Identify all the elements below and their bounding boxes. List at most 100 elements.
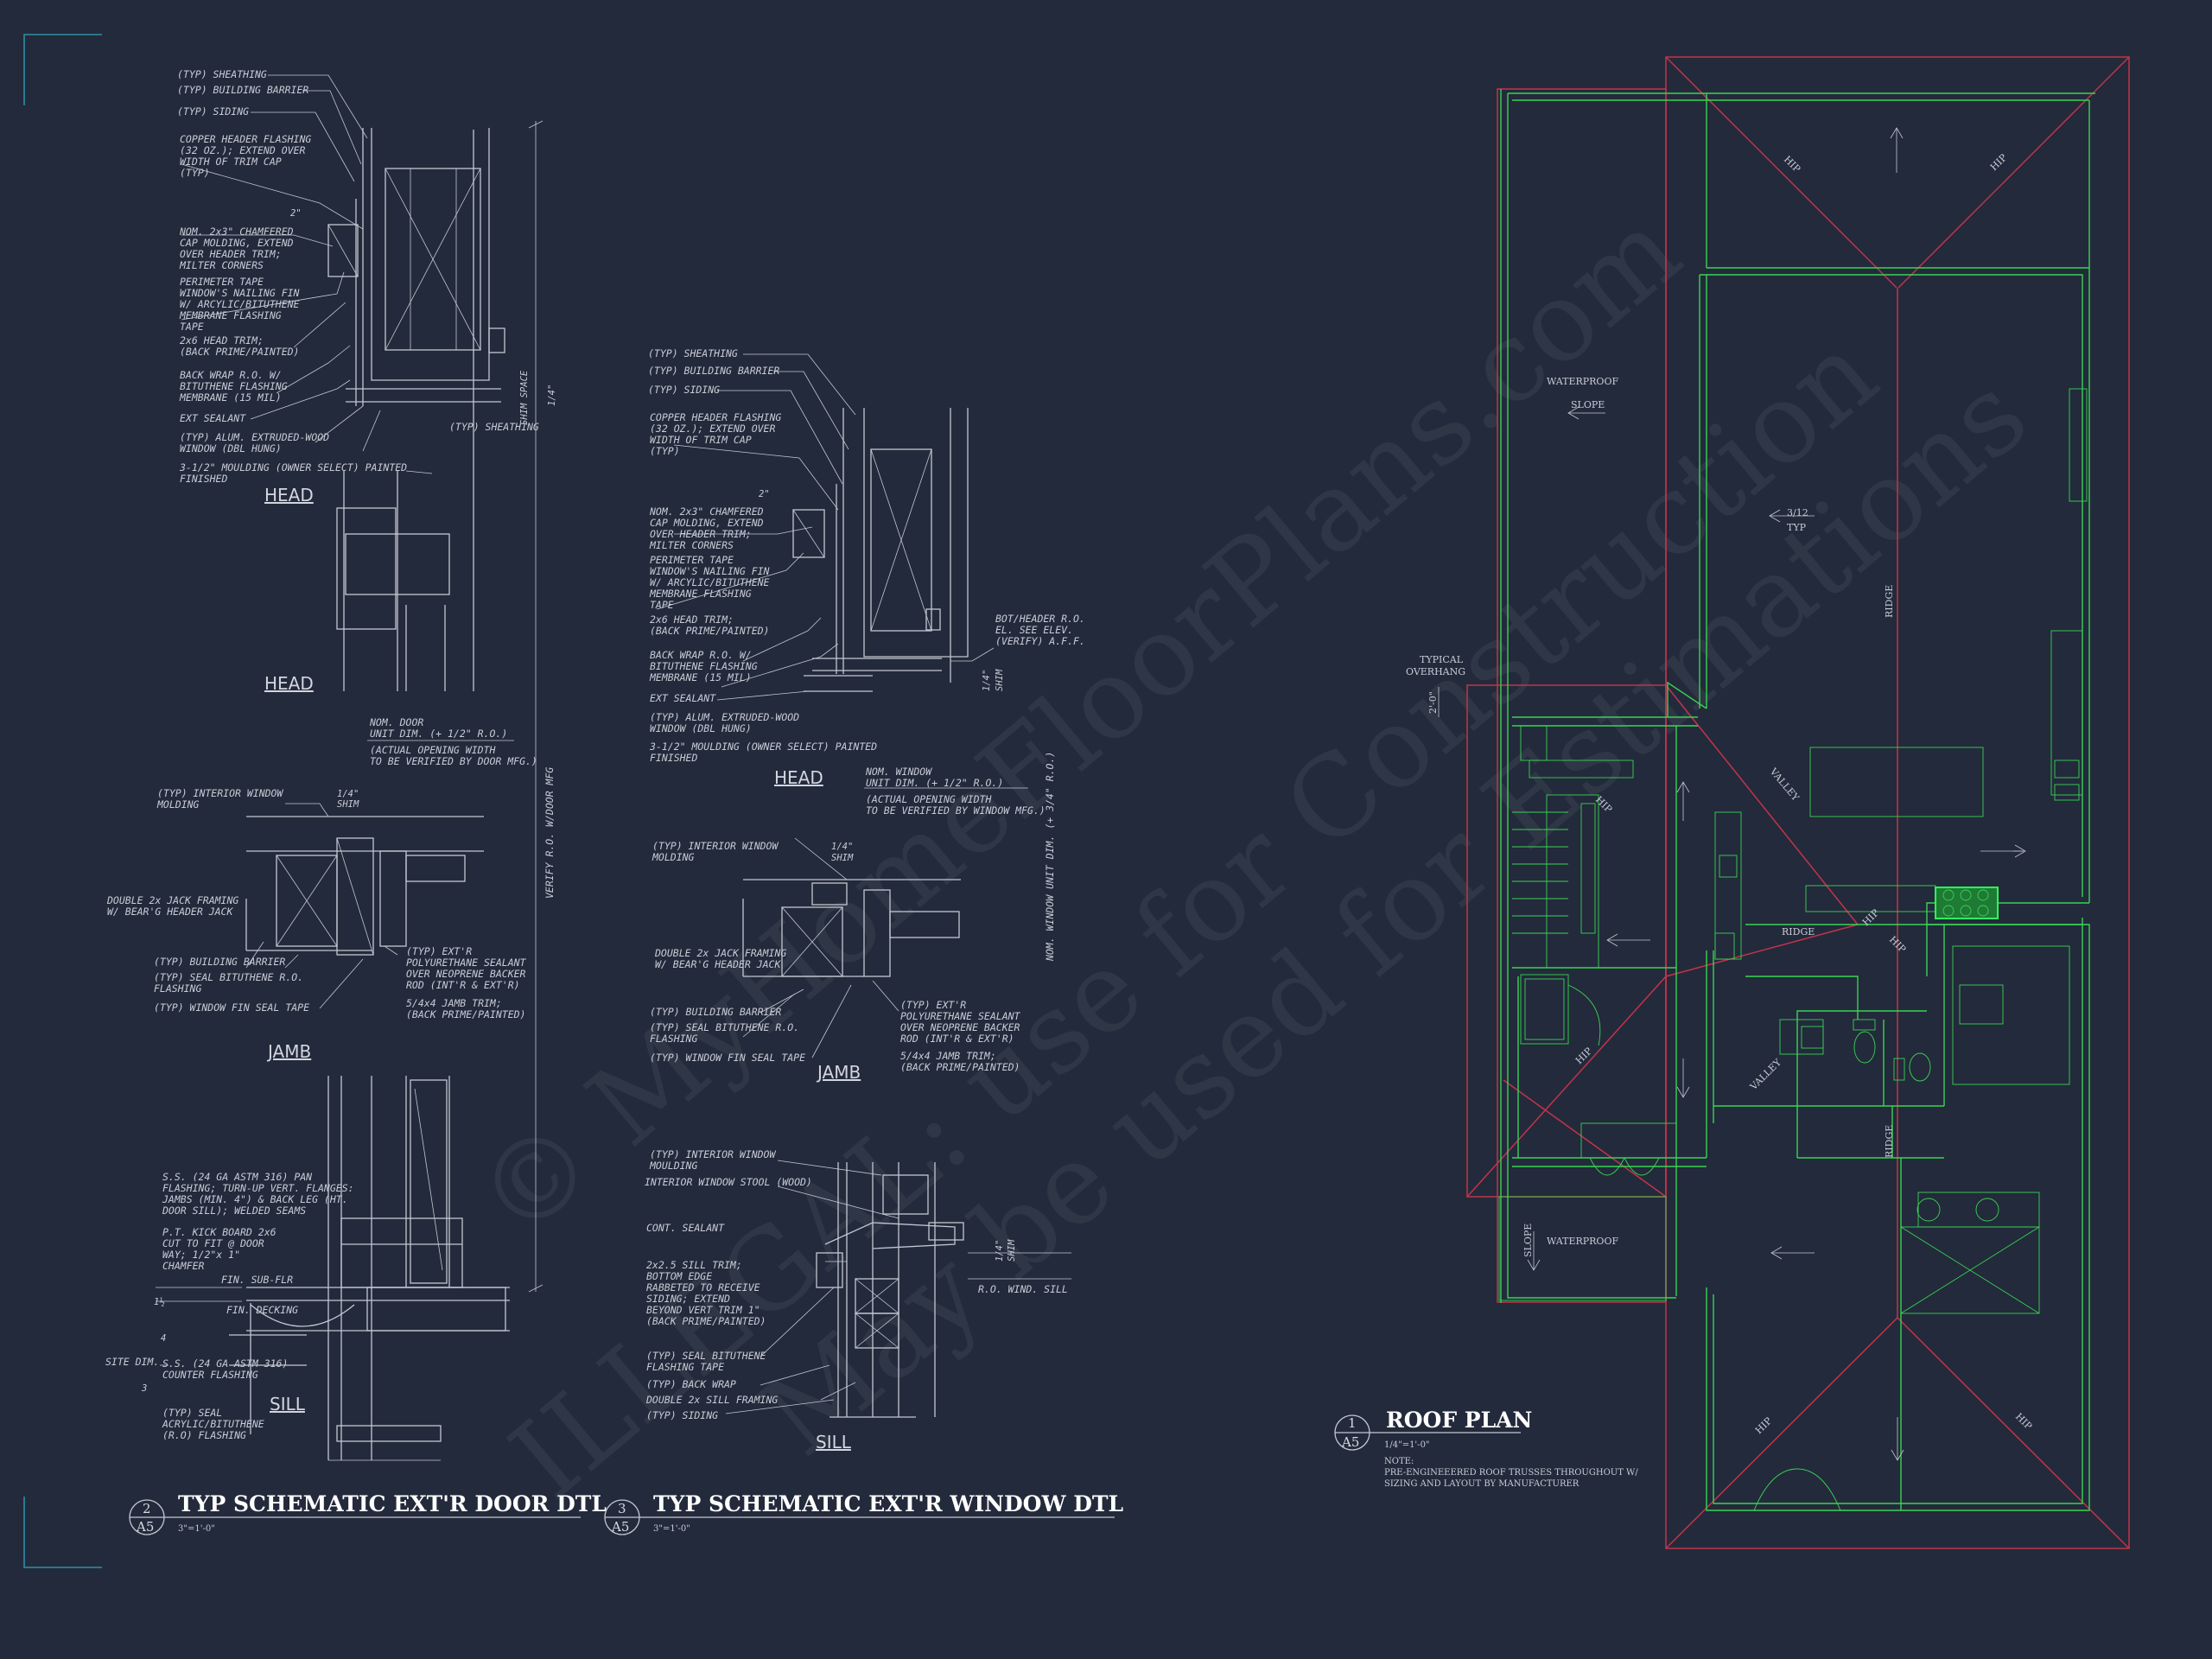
window-jamb-label-right: (TYP) EXT'R: [900, 999, 966, 1011]
roof-green-details: [1498, 388, 2088, 1511]
window-actual-opening-1: (ACTUAL OPENING WIDTH: [866, 793, 991, 805]
door-jamb-shim-2: SHIM: [337, 799, 359, 810]
window-sill-label: (TYP) INTERIOR WINDOW: [650, 1148, 776, 1160]
door-sill-label: JAMBS (MIN. 4") & BACK LEG (HT.: [162, 1193, 348, 1205]
door-sill-label: WAY; 1/2"x 1": [162, 1249, 240, 1261]
window-head-label: EXT SEALANT: [650, 692, 716, 704]
door-jamb-label-right: (TYP) EXT'R: [406, 945, 472, 957]
window-head-label: FINISHED: [650, 752, 697, 764]
window-head-label: PERIMETER TAPE: [650, 554, 734, 566]
window-head-label: MEMBRANE FLASHING: [649, 588, 752, 600]
door-jamb-label: FLASHING: [154, 982, 201, 995]
window-head-label: W/ ARCYLIC/BITUTHENE: [650, 576, 770, 588]
roof-red-outline: [1466, 56, 2130, 1549]
door-sill-label: (R.O) FLASHING: [162, 1429, 246, 1441]
door-head-label: (TYP) ALUM. EXTRUDED-WOOD: [180, 431, 329, 443]
window-sill-label: (TYP) BACK WRAP: [646, 1378, 736, 1390]
door-title-sheet: A5: [136, 1519, 154, 1535]
label-valley-upper: VALLEY: [1767, 766, 1802, 804]
door-sill-label: (TYP) SEAL: [162, 1407, 222, 1419]
window-head-label: NOM. 2x3" CHAMFERED: [649, 505, 764, 518]
door-jamb-label-right: 5/4x4 JAMB TRIM;: [406, 997, 502, 1009]
window-sill-label: BOTTOM EDGE: [646, 1270, 712, 1282]
window-sill-label: INTERIOR WINDOW STOOL (WOOD): [645, 1176, 812, 1188]
window-nom-window-2: UNIT DIM. (+ 1/2" R.O.): [866, 777, 1003, 789]
door-head-label: 3-1/2" MOULDING (OWNER SELECT) PAINTED: [179, 461, 407, 474]
window-section-sill: SILL: [816, 1432, 852, 1452]
door-head-label: MEMBRANE (15 MIL): [179, 391, 282, 404]
label-hip-mid-2: HIP: [1887, 934, 1909, 956]
door-sill-label: DOOR SILL); WELDED SEAMS: [162, 1205, 306, 1217]
door-jamb-label-right: POLYURETHANE SEALANT: [406, 957, 527, 969]
label-hip-left: HIP: [1573, 1045, 1595, 1066]
label-slope-top: SLOPE: [1571, 399, 1605, 410]
door-head-label: W/ ARCYLIC/BITUTHENE: [180, 298, 300, 310]
window-sill-label: BEYOND VERT TRIM 1": [646, 1304, 760, 1316]
label-ridge-upper: RIDGE: [1884, 585, 1895, 618]
door-section-head-2: HEAD: [264, 673, 314, 694]
door-section-jamb: JAMB: [266, 1041, 311, 1062]
door-jamb-label: W/ BEAR'G HEADER JACK: [107, 906, 233, 918]
door-dim-1-5: 1½: [154, 1297, 165, 1307]
window-head-label: BITUTHENE FLASHING: [650, 660, 758, 672]
door-verify-ro: VERIFY R.O. W/DOOR MFG: [543, 767, 556, 899]
label-hip-br: HIP: [2013, 1411, 2035, 1433]
window-head-label: (BACK PRIME/PAINTED): [650, 625, 769, 637]
door-title-block: 2 A5 TYP SCHEMATIC EXT'R DOOR DTL 3"=1'-…: [129, 1491, 607, 1535]
door-sill-label: P.T. KICK BOARD 2x6: [162, 1226, 276, 1238]
window-head-drawing: [792, 408, 969, 692]
door-head-label: MILTER CORNERS: [179, 259, 264, 271]
window-jamb-label-right: ROD (INT'R & EXT'R): [900, 1033, 1014, 1045]
window-head-label: MEMBRANE (15 MIL): [649, 671, 752, 683]
door-detail: (TYP) SHEATHING(TYP) BUILDING BARRIER(TY…: [105, 68, 607, 1535]
door-section-head-1: HEAD: [264, 485, 314, 505]
window-head-label: (32 OZ.); EXTEND OVER: [650, 423, 775, 435]
window-ro-wind-sill: R.O. WIND. SILL: [978, 1283, 1068, 1295]
roof-title-block: 1 A5 ROOF PLAN 1/4"=1'-0" NOTE: PRE-ENGI…: [1334, 1408, 1638, 1489]
label-waterproof-top: WATERPROOF: [1547, 376, 1618, 387]
window-jamb-label-right: POLYURETHANE SEALANT: [900, 1010, 1021, 1022]
door-jamb-shim-1: 1/4": [337, 789, 359, 799]
door-dim-2in: 2": [290, 208, 302, 219]
door-head-label: (TYP): [180, 167, 210, 179]
window-sill-label: (TYP) SIDING: [646, 1409, 718, 1421]
door-leaders: [181, 74, 433, 1009]
door-jamb-label-right: OVER NEOPRENE BACKER: [406, 968, 526, 980]
door-sill-label: CUT TO FIT @ DOOR: [162, 1237, 264, 1249]
window-head-label: (TYP) ALUM. EXTRUDED-WOOD: [650, 711, 799, 723]
door-sill-label: CHAMFER: [162, 1260, 205, 1272]
label-slope-bottom: SLOPE: [1522, 1224, 1534, 1257]
label-waterproof-bottom: WATERPROOF: [1547, 1236, 1618, 1247]
door-head-label: PERIMETER TAPE: [180, 276, 264, 288]
door-actual-opening-2: TO BE VERIFIED BY DOOR MFG.): [370, 755, 537, 767]
door-quarter: 1/4": [547, 385, 557, 406]
window-head-label: (TYP) BUILDING BARRIER: [648, 365, 779, 377]
door-sill-label: S.S. (24 GA ASTM 316) PAN: [162, 1171, 312, 1183]
label-typ: TYP: [1787, 522, 1807, 533]
window-sill-label: MOULDING: [649, 1160, 697, 1172]
door-head-label: (TYP) SIDING: [177, 105, 249, 118]
window-jamb-label-right: 5/4x4 JAMB TRIM;: [900, 1050, 996, 1062]
window-sill-shim-2: SHIM: [1007, 1239, 1017, 1262]
label-typical-overhang-2: OVERHANG: [1406, 666, 1465, 677]
door-head-label: (TYP) BUILDING BARRIER: [177, 84, 308, 96]
window-head-label: (TYP) SHEATHING: [648, 347, 738, 359]
watermark-line-2: ILLEGAL: use for Construction: [487, 309, 1901, 1524]
window-jamb-label: W/ BEAR'G HEADER JACK: [655, 958, 781, 970]
door-jamb-drawing: [245, 816, 484, 956]
window-leaders: [656, 353, 899, 1414]
door-sill-label: ACRYLIC/BITUTHENE: [162, 1418, 264, 1430]
door-head-label: BACK WRAP R.O. W/: [180, 369, 282, 381]
door-sill-label: S.S. (24 GA ASTM 316): [162, 1357, 288, 1370]
window-head-label: (TYP): [650, 445, 680, 457]
roof-note-heading: NOTE:: [1384, 1457, 1414, 1466]
door-jamb-label: (TYP) BUILDING BARRIER: [154, 956, 285, 968]
door-head-labels: (TYP) SHEATHING(TYP) BUILDING BARRIER(TY…: [177, 68, 407, 485]
door-jamb-label-right: (BACK PRIME/PAINTED): [406, 1008, 525, 1020]
window-title-num: 3: [618, 1501, 626, 1516]
door-jamb-label: DOUBLE 2x JACK FRAMING: [106, 894, 238, 906]
window-section-jamb: JAMB: [816, 1062, 861, 1083]
